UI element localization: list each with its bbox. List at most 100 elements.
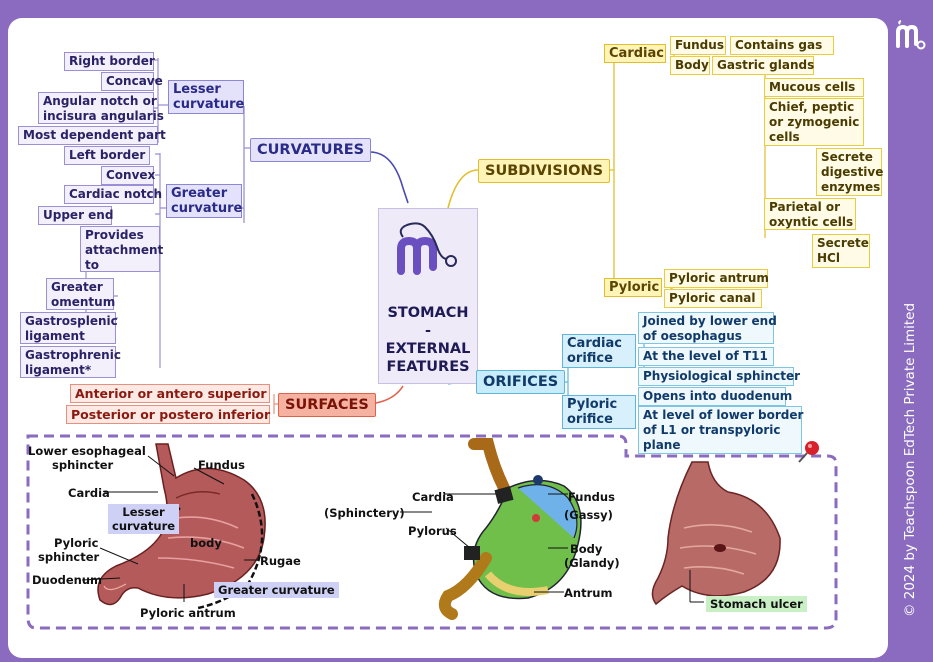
- chief-line: cells: [769, 130, 800, 144]
- secrete-hcl-node: Secrete HCl: [812, 234, 870, 268]
- transpyloric-line: of L1 or transpyloric: [643, 423, 781, 437]
- anterior-surface-node: Anterior or antero superior: [70, 384, 270, 403]
- left-border-node: Left border: [64, 146, 150, 165]
- pyloric-orifice-node: Pyloric orifice: [562, 395, 636, 429]
- gastrosplenic-node: Gastrosplenic ligament: [20, 312, 118, 344]
- duodenum-label: Duodenum: [32, 573, 103, 587]
- chief-cells-node: Chief, peptic or zymogenic cells: [764, 98, 864, 146]
- greater-omentum-line: Greater: [51, 280, 103, 294]
- center-title-line: FEATURES: [386, 359, 470, 375]
- gastric-glands-node: Gastric glands: [712, 56, 814, 75]
- concave-node: Concave: [101, 72, 163, 91]
- fundus-cartoon-label: Fundus: [568, 490, 615, 504]
- mindmap-sheet: STOMACH - EXTERNAL FEATURES CURVATURES L…: [8, 18, 888, 658]
- pyloric-subdivision-node: Pyloric: [604, 278, 662, 297]
- pushpin-icon: [798, 441, 819, 463]
- provides-line: Provides: [85, 228, 144, 242]
- center-title-line: EXTERNAL: [385, 341, 471, 357]
- level-t11-node: At the level of T11: [638, 347, 774, 366]
- surfaces-heading: SURFACES: [278, 393, 376, 417]
- stomach-cartoon-figure: [400, 438, 582, 620]
- parietal-line: oxyntic cells: [769, 215, 854, 229]
- lesser-curvature-line: Lesser: [173, 82, 221, 97]
- cardiac-notch-node: Cardiac notch: [64, 185, 162, 204]
- sphinctery-cartoon-label: (Sphinctery): [324, 506, 405, 520]
- parietal-cells-node: Parietal or oxyntic cells: [764, 198, 856, 230]
- fundus-label: Fundus: [198, 458, 245, 472]
- lesser-curvature-label: Lesser curvature: [108, 504, 180, 534]
- greater-curvature-line: curvature: [171, 201, 243, 216]
- curvatures-heading: CURVATURES: [250, 138, 372, 162]
- parietal-line: Parietal or: [769, 200, 841, 214]
- provides-line: attachment: [85, 243, 164, 257]
- medisutdy-logo-icon: [896, 20, 926, 50]
- convex-node: Convex: [101, 166, 155, 185]
- secrete-hcl-line: Secrete: [817, 236, 869, 250]
- greater-curvature-label: Greater curvature: [214, 582, 339, 598]
- lesser-curvature-fig-line: curvature: [112, 519, 176, 533]
- gastrosplenic-line: ligament: [25, 329, 85, 343]
- chief-line: or zymogenic: [769, 115, 860, 129]
- pyloric-sphincter-line: Pyloric: [54, 536, 99, 550]
- pyloric-sphincter-label: Pyloric sphincter: [38, 536, 99, 564]
- pyloric-orifice-line: orifice: [567, 412, 613, 427]
- opens-duodenum-node: Opens into duodenum: [638, 387, 792, 406]
- antrum-cartoon-label: Antrum: [564, 586, 613, 600]
- glandy-cartoon-label: (Glandy): [564, 556, 620, 570]
- angular-notch-node: Angular notch or incisura angularis: [38, 92, 164, 124]
- pyloric-antrum-label: Pyloric antrum: [140, 606, 236, 620]
- joined-oesophagus-node: Joined by lower end of oesophagus: [638, 312, 777, 344]
- pyloric-orifice-line: Pyloric: [567, 397, 618, 412]
- angular-notch-line: incisura angularis: [43, 109, 164, 123]
- secrete-enzymes-line: enzymes: [821, 180, 881, 194]
- mucous-cells-node: Mucous cells: [764, 78, 864, 97]
- greater-curvature-line: Greater: [171, 186, 228, 201]
- transpyloric-line: plane: [643, 438, 681, 452]
- provides-line: to: [85, 258, 99, 272]
- cardiac-orifice-node: Cardiac orifice: [562, 334, 636, 368]
- pyloric-canal-node: Pyloric canal: [664, 289, 762, 308]
- subdivisions-heading: SUBDIVISIONS: [478, 159, 611, 183]
- lesser-curvature-fig-line: Lesser: [122, 505, 165, 519]
- cardia-cartoon-label: Cardia: [412, 490, 454, 504]
- gastrophrenic-node: Gastrophrenic ligament*: [20, 346, 121, 378]
- secrete-enzymes-node: Secrete digestive enzymes: [816, 148, 884, 196]
- angular-notch-line: Angular notch or: [43, 94, 157, 108]
- orifices-heading: ORIFICES: [476, 370, 566, 394]
- gastrophrenic-line: ligament*: [25, 363, 92, 377]
- greater-omentum-node: Greater omentum: [46, 278, 116, 310]
- cardiac-orifice-line: orifice: [567, 351, 613, 366]
- copyright-text: © 2024 by Teachspoon EdTech Private Limi…: [902, 302, 918, 618]
- center-title-line: STOMACH: [387, 305, 469, 321]
- fundus-node: Fundus: [670, 36, 726, 55]
- greater-omentum-line: omentum: [51, 295, 116, 309]
- stethoscope-logo-icon: [397, 222, 457, 275]
- pyloric-sphincter-line: sphincter: [38, 550, 100, 564]
- rugae-label: Rugae: [260, 554, 301, 568]
- right-border-node: Right border: [64, 52, 155, 71]
- body-cartoon-label: Body: [570, 542, 603, 556]
- upper-end-node: Upper end: [38, 206, 113, 225]
- center-topic: STOMACH - EXTERNAL FEATURES: [378, 208, 478, 384]
- secrete-enzymes-line: Secrete: [821, 150, 873, 164]
- posterior-surface-node: Posterior or postero inferior: [66, 405, 270, 424]
- gassy-cartoon-label: (Gassy): [564, 508, 613, 522]
- lower-esophageal-line: sphincter: [52, 458, 114, 472]
- greater-curvature-node: Greater curvature: [166, 184, 242, 218]
- secrete-enzymes-line: digestive: [821, 165, 884, 179]
- transpyloric-plane-node: At level of lower border of L1 or transp…: [638, 406, 803, 454]
- cardiac-orifice-line: Cardiac: [567, 336, 622, 351]
- provides-attachment-node: Provides attachment to: [80, 226, 164, 272]
- joined-line: of oesophagus: [643, 329, 742, 343]
- gastrosplenic-line: Gastrosplenic: [25, 314, 118, 328]
- stomach-ulcer-label: Stomach ulcer: [706, 596, 807, 612]
- center-title-line: -: [424, 323, 432, 339]
- lesser-curvature-node: Lesser curvature: [168, 80, 244, 114]
- secrete-hcl-line: HCl: [817, 251, 840, 265]
- physiological-sphincter-node: Physiological sphincter: [638, 367, 800, 386]
- body-label: body: [190, 536, 222, 550]
- most-dependent-node: Most dependent part: [18, 126, 166, 145]
- chief-line: Chief, peptic: [769, 100, 855, 114]
- lower-esophageal-label: Lower esophageal sphincter: [28, 444, 146, 472]
- joined-line: Joined by lower end: [643, 314, 777, 328]
